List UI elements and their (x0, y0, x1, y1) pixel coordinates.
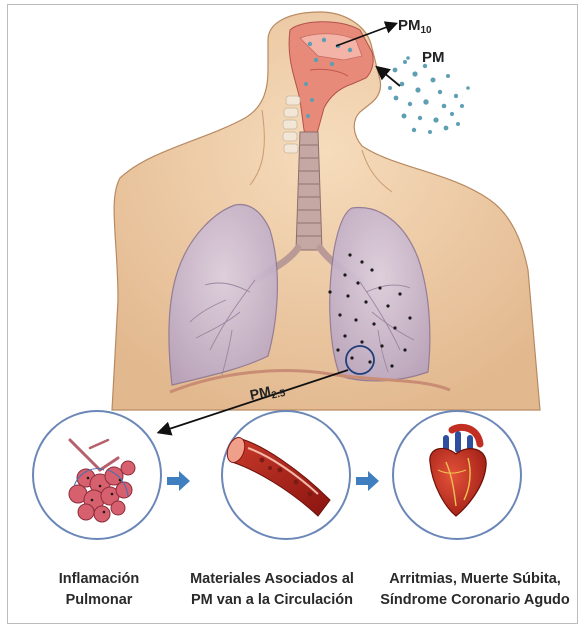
blood-vessel-circle (222, 411, 350, 539)
pm-label: PM (422, 49, 445, 66)
caption-cardiac-line1: Arritmias, Muerte Súbita, (375, 569, 575, 590)
pm10-label: PM10 (398, 17, 432, 36)
alveoli-circle (33, 411, 161, 539)
caption-circulation: Materiales Asociados al PM van a la Circ… (177, 569, 367, 611)
pm-particle-cloud (388, 56, 470, 134)
caption-circulation-line2: PM van a la Circulación (177, 590, 367, 611)
caption-inflammation-line1: Inflamación (44, 569, 154, 590)
caption-cardiac-line2: Síndrome Coronario Agudo (375, 590, 575, 611)
right-arrow-icon (167, 471, 190, 491)
caption-circulation-line1: Materiales Asociados al (177, 569, 367, 590)
caption-inflammation-line2: Pulmonar (44, 590, 154, 611)
caption-cardiac: Arritmias, Muerte Súbita, Síndrome Coron… (375, 569, 575, 611)
heart-circle (393, 411, 521, 539)
caption-inflammation: Inflamación Pulmonar (44, 569, 154, 611)
right-arrow-icon (356, 471, 379, 491)
